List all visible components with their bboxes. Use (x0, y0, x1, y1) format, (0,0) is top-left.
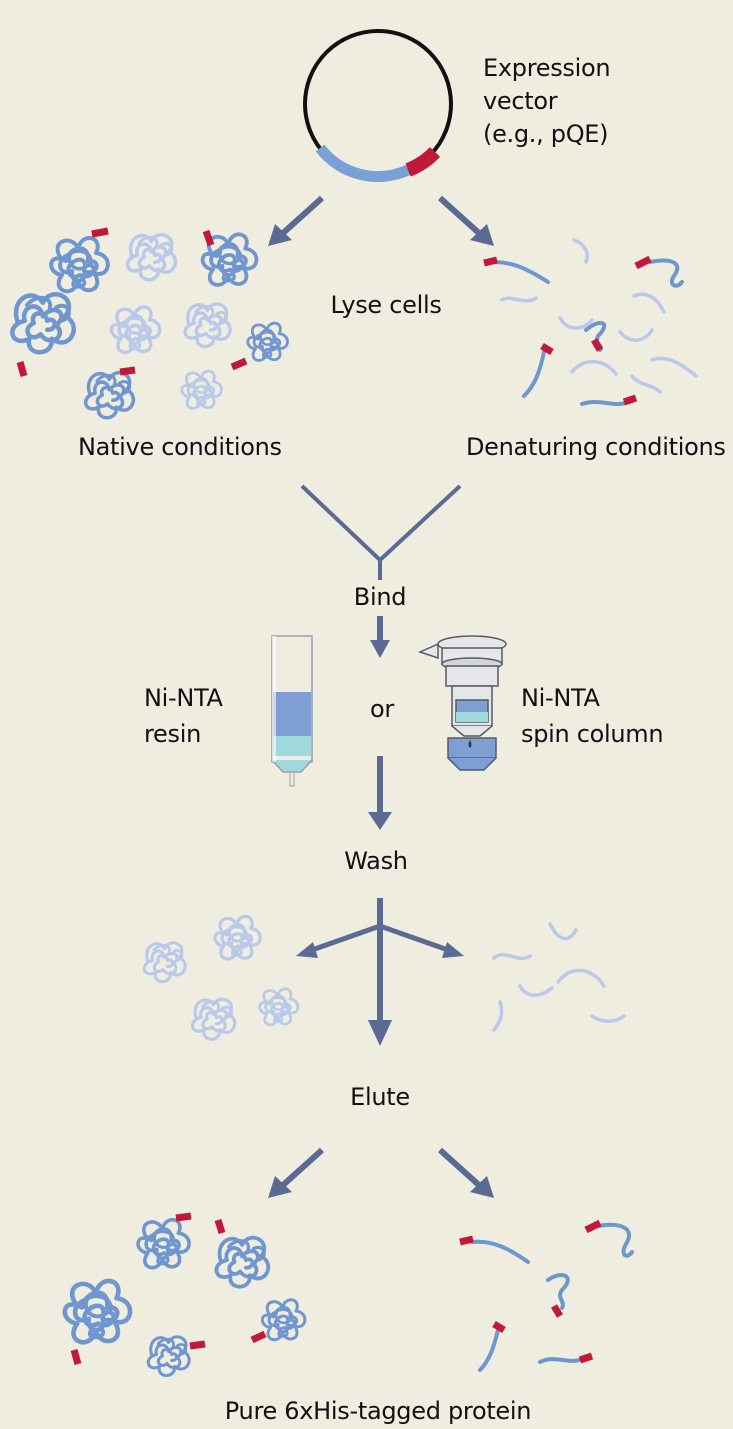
resin-label: Ni-NTA resin (144, 684, 223, 748)
arrow-to-native-eluate (268, 1147, 325, 1198)
vector-label: Expression vector (e.g., pQE) (483, 54, 611, 148)
wash-branch-arrows (296, 898, 464, 1046)
arrow-to-denatured-eluate (437, 1147, 494, 1198)
native-conditions-label: Native conditions (78, 433, 282, 461)
denaturing-conditions-label: Denaturing conditions (466, 433, 726, 461)
spin-column-icon (417, 635, 507, 771)
arrow-to-native (268, 195, 325, 246)
washed-contaminants (142, 914, 626, 1041)
arrow-to-wash (368, 756, 392, 830)
result-label: Pure 6xHis-tagged protein (224, 1397, 532, 1425)
wash-step-label: Wash (344, 847, 408, 875)
gravity-column-icon (271, 635, 313, 787)
lyse-cells-label: Lyse cells (330, 291, 442, 319)
denatured-lysate-proteins (483, 238, 698, 406)
merge-lines (300, 484, 462, 580)
spin-column-label: Ni-NTA spin column (521, 684, 664, 748)
bind-step-label: Bind (353, 583, 407, 611)
arrow-to-denaturing (437, 195, 494, 246)
native-lysate-proteins (12, 227, 289, 420)
pure-denatured-proteins (459, 1219, 634, 1372)
pure-native-proteins (65, 1212, 307, 1377)
elute-step-label: Elute (350, 1083, 410, 1111)
plasmid-ring-icon (303, 29, 453, 182)
or-label: or (370, 695, 394, 723)
arrow-after-bind (370, 616, 390, 658)
